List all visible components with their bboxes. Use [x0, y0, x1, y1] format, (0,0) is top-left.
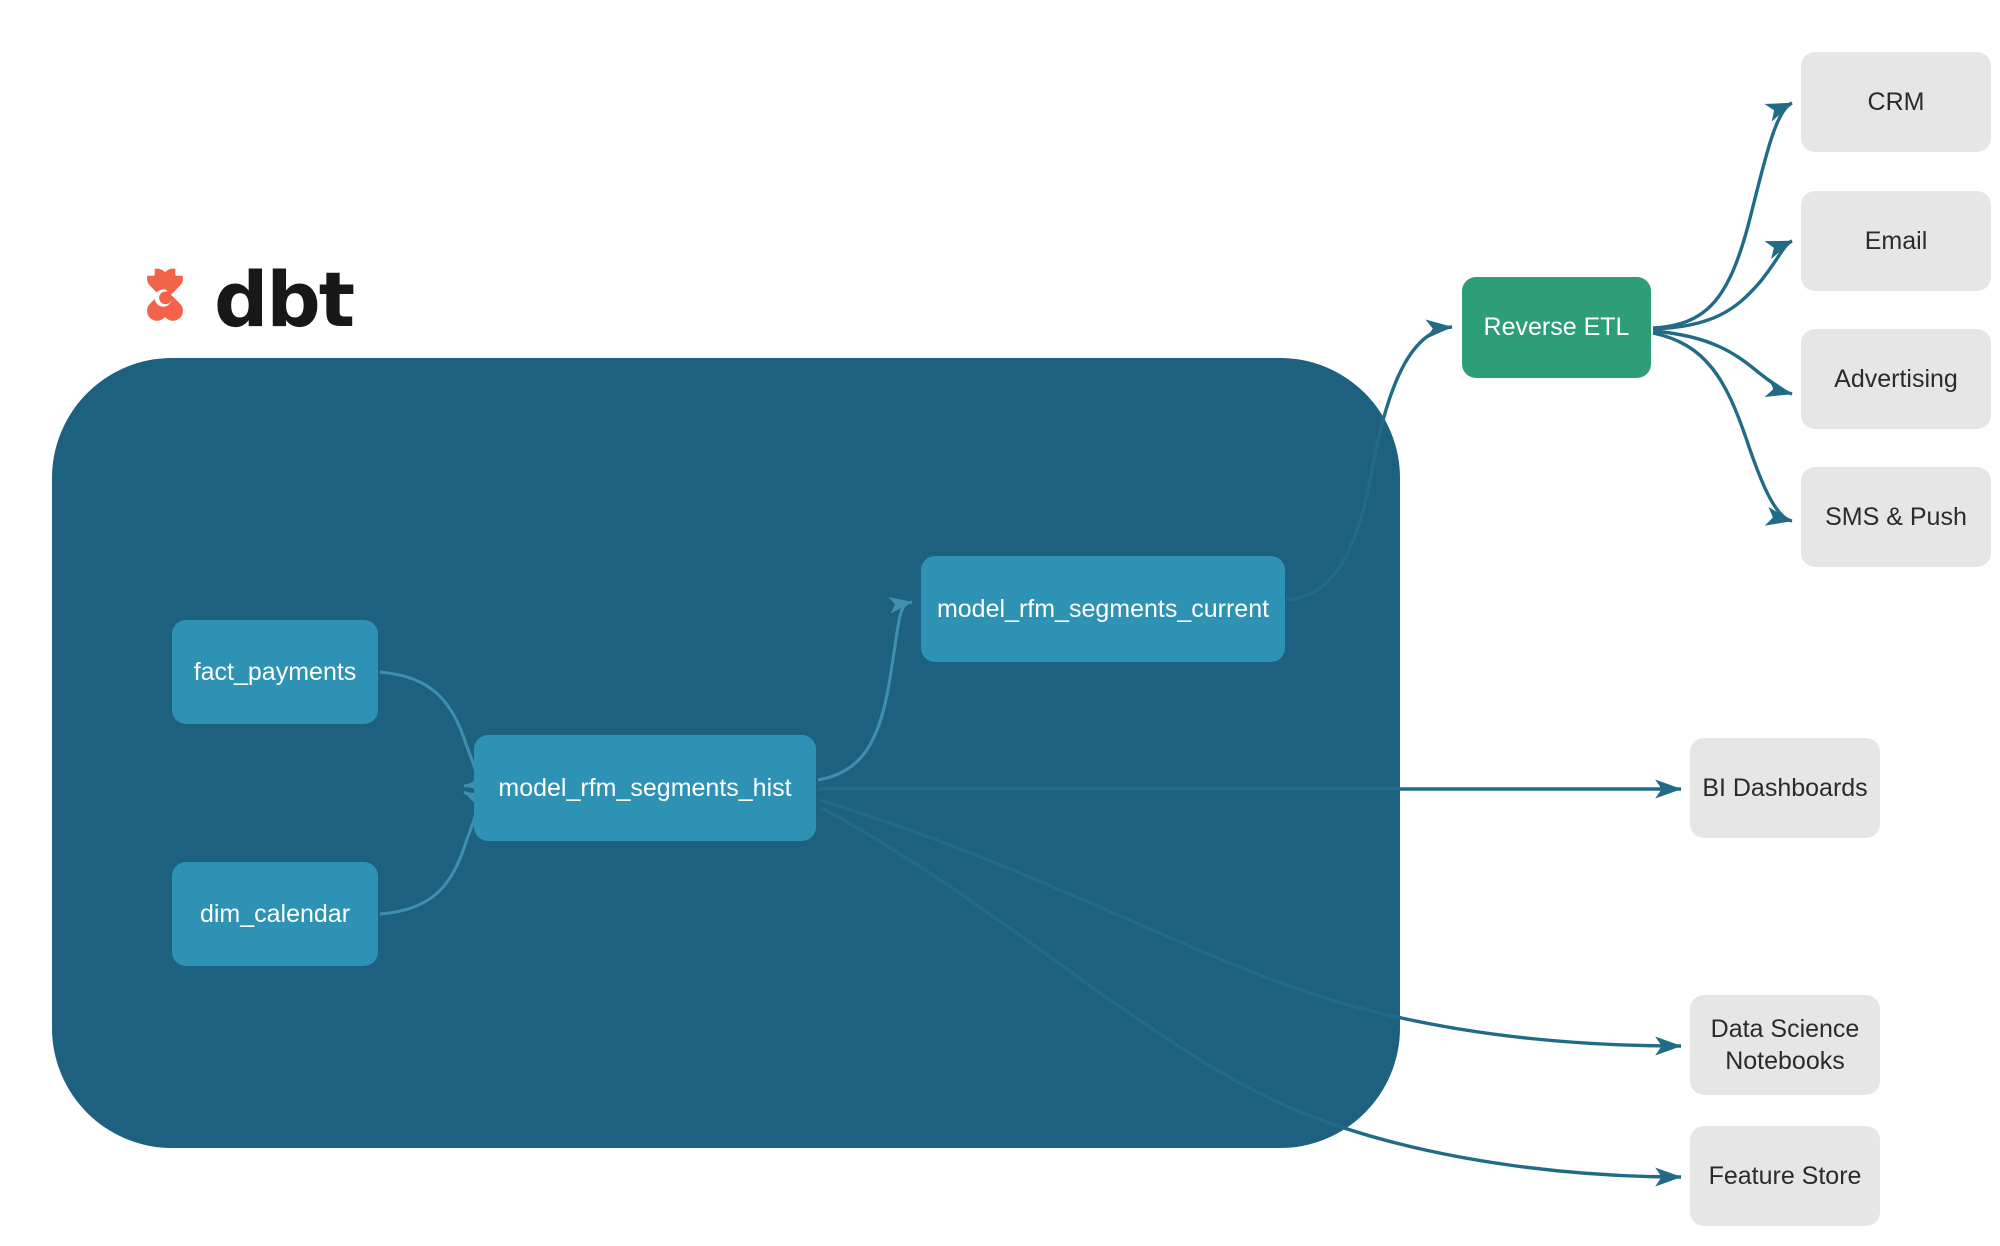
node-data-science-notebooks[interactable]: Data Science Notebooks	[1690, 995, 1880, 1095]
node-fact-payments[interactable]: fact_payments	[172, 620, 378, 724]
node-data-science-notebooks-line1: Data Science	[1710, 1014, 1860, 1043]
dbt-logo-mark	[146, 268, 184, 330]
node-data-science-notebooks-line2: Notebooks	[1725, 1047, 1845, 1075]
dbt-wordmark: dbt	[214, 255, 355, 344]
node-dim-calendar[interactable]: dim_calendar	[172, 862, 378, 966]
dbt-logo: dbt	[122, 255, 355, 348]
node-reverse-etl[interactable]: Reverse ETL	[1462, 277, 1651, 378]
node-crm[interactable]: CRM	[1801, 52, 1991, 152]
node-email[interactable]: Email	[1801, 191, 1991, 291]
edge-reverse-etl-to-crm	[1652, 101, 1793, 330]
node-feature-store[interactable]: Feature Store	[1690, 1126, 1880, 1226]
edge-reverse-etl-to-email	[1652, 239, 1793, 331]
node-bi-dashboards[interactable]: BI Dashboards	[1690, 738, 1880, 838]
node-model-rfm-segments-current[interactable]: model_rfm_segments_current	[921, 556, 1285, 662]
node-sms-push[interactable]: SMS & Push	[1801, 467, 1991, 567]
node-model-rfm-segments-hist[interactable]: model_rfm_segments_hist	[474, 735, 816, 841]
node-advertising[interactable]: Advertising	[1801, 329, 1991, 429]
edge-reverse-etl-to-sms	[1652, 331, 1793, 526]
edge-reverse-etl-to-advertising	[1652, 329, 1793, 397]
